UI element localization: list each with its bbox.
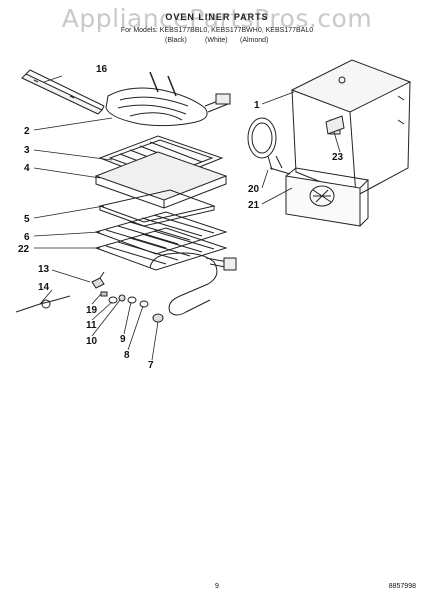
callout-9: 9	[120, 334, 126, 345]
callout-16: 16	[96, 64, 108, 75]
callout-13: 13	[38, 264, 50, 275]
callout-14: 14	[38, 282, 50, 293]
callout-6: 6	[24, 232, 30, 243]
callout-19: 19	[86, 305, 98, 316]
part-convection-element	[247, 117, 291, 175]
part-broiler-pan	[94, 151, 228, 209]
variant-label-white: (White)	[205, 37, 228, 44]
callout-8: 8	[124, 350, 130, 361]
document-code: 8857998	[388, 583, 416, 590]
part-small-fasteners	[100, 291, 164, 323]
part-broil-element	[105, 71, 231, 127]
watermark-text: AppliancePartsPros.com	[61, 4, 373, 33]
callout-1: 1	[254, 100, 260, 111]
callout-22: 22	[18, 244, 30, 255]
part-top-trim	[21, 69, 105, 115]
part-rack-lower	[94, 227, 228, 271]
callout-7: 7	[148, 360, 154, 371]
diagram-title: OVEN LINER PARTS	[165, 12, 269, 22]
part-rack-middle	[94, 211, 228, 255]
model-list: For Models: KEBS177BBL0, KEBS177BWH0, KE…	[120, 27, 314, 34]
variant-label-black: (Black)	[165, 37, 187, 44]
part-oven-cavity	[290, 59, 412, 197]
part-bake-element	[149, 252, 237, 316]
part-fan-cover	[285, 167, 370, 227]
part-fan-bracket	[325, 115, 345, 135]
callout-2: 2	[24, 126, 30, 137]
callout-21: 21	[248, 200, 260, 211]
callout-3: 3	[24, 145, 30, 156]
callout-5: 5	[24, 214, 30, 225]
callout-20: 20	[248, 184, 260, 195]
part-temperature-sensor	[15, 295, 71, 313]
variant-label-almond: (Almond)	[240, 37, 269, 44]
callout-23: 23	[332, 152, 344, 163]
callout-11: 11	[86, 320, 97, 331]
page-number: 9	[215, 583, 219, 590]
leader-lines	[33, 75, 341, 361]
callout-4: 4	[24, 163, 30, 174]
callout-10: 10	[86, 336, 98, 347]
part-sensor-bracket	[91, 271, 105, 289]
